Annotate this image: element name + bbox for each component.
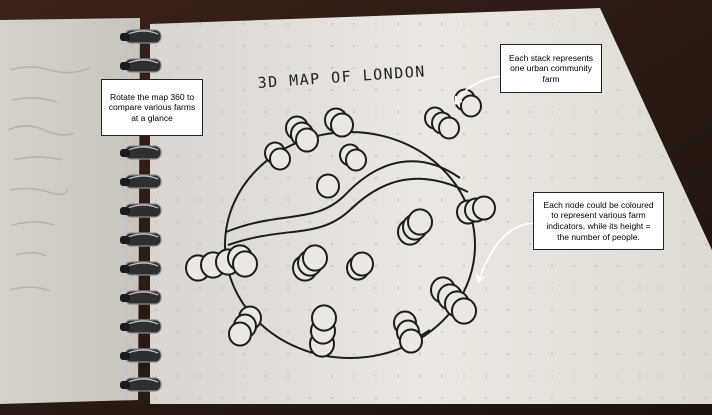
callout-node: Each node could be coloured to represent… <box>533 192 664 250</box>
arrow-node-head <box>476 273 485 283</box>
arrow-stack <box>454 75 501 105</box>
node-stack <box>454 88 482 118</box>
node <box>399 328 423 354</box>
spiral-coil <box>120 232 162 247</box>
node-stack <box>393 310 423 354</box>
node-stack <box>292 244 328 282</box>
callout-stack: Each stack represents one urban communit… <box>500 44 602 93</box>
dot-grid <box>150 8 712 404</box>
node-stack <box>227 244 258 278</box>
node <box>295 127 319 153</box>
node <box>345 148 367 172</box>
node-stack <box>424 106 460 140</box>
node-stack <box>397 208 433 246</box>
node-stack <box>309 304 337 358</box>
node-stack <box>285 115 319 153</box>
node <box>269 147 291 171</box>
spiral-coil <box>120 58 162 73</box>
node <box>472 195 496 221</box>
spiral-coil <box>120 174 162 189</box>
node-stack <box>264 141 291 171</box>
arrow-stack-head <box>454 95 463 105</box>
spiral-coil <box>120 348 162 363</box>
river-upper <box>225 160 461 233</box>
node-stack <box>339 143 367 172</box>
node <box>228 321 252 347</box>
node-stack <box>228 305 262 347</box>
left-page <box>0 18 140 404</box>
node <box>330 112 354 138</box>
river-lower <box>227 177 469 246</box>
node <box>438 116 460 140</box>
node-stack <box>324 107 354 138</box>
node <box>460 94 482 118</box>
faint-handwriting <box>7 66 91 292</box>
spiral-coil <box>120 290 162 305</box>
node <box>316 173 340 199</box>
node <box>302 244 328 272</box>
node-stack <box>346 251 374 281</box>
spiral-coil <box>120 145 162 160</box>
spiral-coil <box>120 261 162 276</box>
node <box>407 208 433 236</box>
node <box>311 304 337 332</box>
spiral-coil <box>120 319 162 334</box>
arrow-node <box>477 222 534 283</box>
node-stacks <box>185 88 496 358</box>
node-stack <box>316 173 340 199</box>
node <box>451 297 477 325</box>
node-stack <box>430 276 477 325</box>
spiral-coil <box>120 203 162 218</box>
node-stack <box>456 195 496 225</box>
node <box>350 251 374 277</box>
callout-rotate: Rotate the map 360 to compare various fa… <box>101 79 203 136</box>
spiral-coil <box>120 29 162 44</box>
spiral-coil <box>120 377 162 392</box>
callout-arrows <box>454 75 534 283</box>
node <box>232 250 258 278</box>
